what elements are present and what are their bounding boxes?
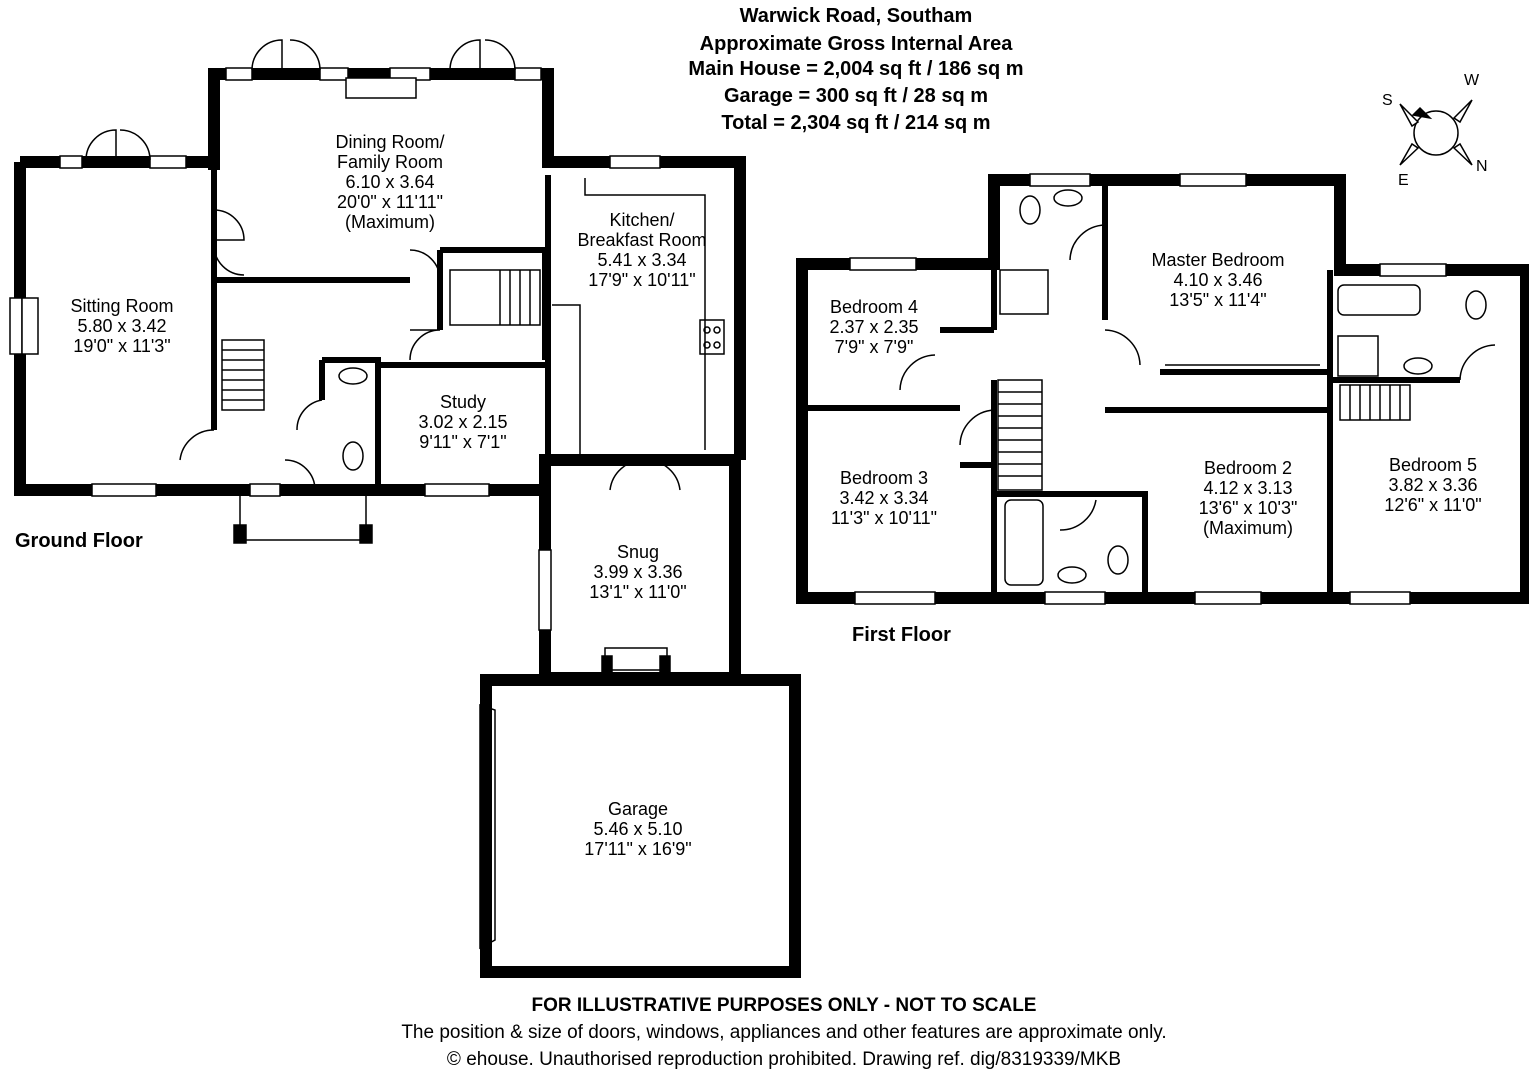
compass-e-label: E [1398,172,1409,189]
first-internal-walls [802,180,1460,598]
fireplaces [21,77,671,675]
compass-rose-icon [1399,99,1473,166]
bathroom-fixtures [338,189,1487,586]
main-house-area: Main House = 2,004 sq ft / 186 sq m [688,58,1024,80]
compass-w-label: W [1464,72,1480,89]
first-floor-walls [796,174,1529,604]
garage-area: Garage = 300 sq ft / 28 sq m [723,85,988,107]
total-area: Total = 2,304 sq ft / 214 sq m [721,112,991,134]
windows [9,67,1447,631]
ground-floor-label: Ground Floor [15,530,143,552]
compass-n-label: N [1476,158,1488,175]
doors [85,39,1496,531]
ground-floor-walls [14,68,801,978]
kitchen-units [552,178,725,456]
disclaimer: FOR ILLUSTRATIVE PURPOSES ONLY - NOT TO … [531,995,1037,1016]
first-floor-label: First Floor [852,624,951,646]
area-title: Approximate Gross Internal Area [699,33,1013,55]
approx-note: The position & size of doors, windows, a… [401,1022,1167,1043]
address-title: Warwick Road, Southam [739,5,973,27]
stairs [221,269,1411,491]
garage-door [479,703,496,950]
copyright: © ehouse. Unauthorised reproduction proh… [446,1049,1122,1070]
entrance-porch [233,495,373,544]
compass-s-label: S [1382,92,1393,109]
ground-internal-walls [211,170,735,490]
